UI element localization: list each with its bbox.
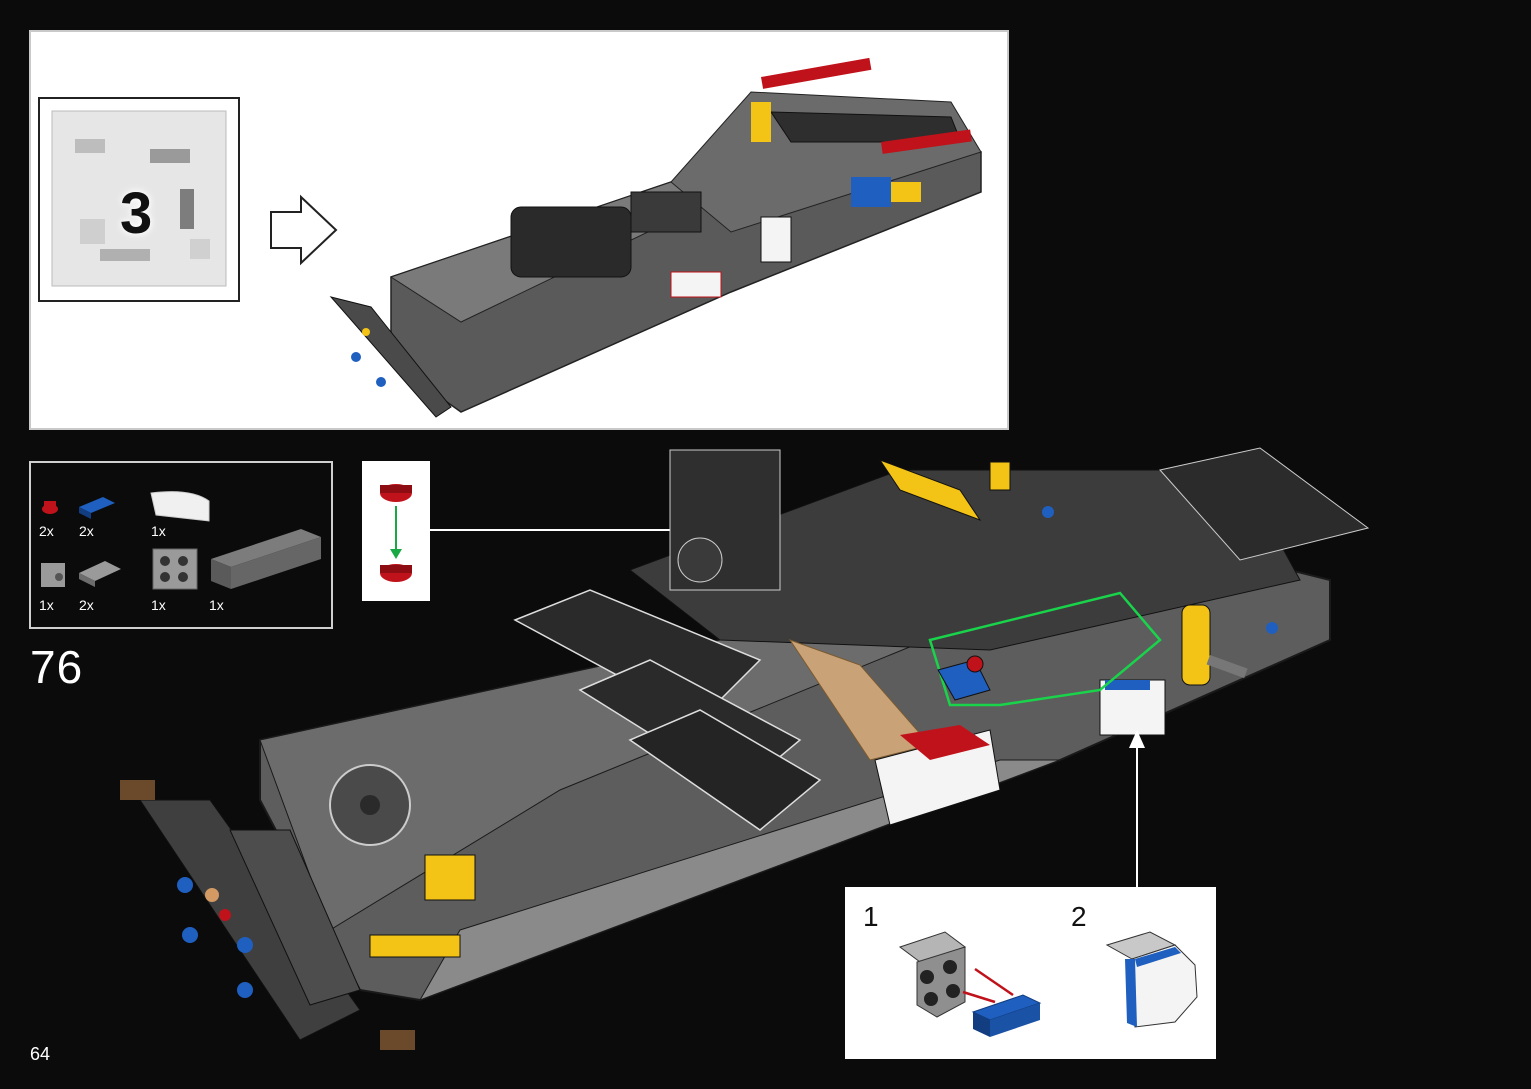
slope-assembly-step2 [1105, 931, 1198, 1028]
parts-list-panel: 2x 2x 1x 1x 2x 1x 1x [29, 461, 333, 629]
sub-assembly-callout: 1 2 [845, 887, 1216, 1059]
part-qty: 1x [39, 597, 54, 613]
parts-list-icons [41, 491, 321, 590]
sub-assembly-callout-small [362, 461, 430, 601]
sub-assembly-illustration [898, 931, 1198, 1037]
page-number: 64 [30, 1044, 51, 1064]
sub-step-2-number: 2 [1071, 901, 1087, 932]
chassis-overview-model [329, 57, 982, 418]
bag-indicator-box [38, 97, 240, 302]
grey-bracket-icon [152, 548, 198, 590]
grey-bracket-small-icon [41, 563, 65, 587]
part-qty: 1x [151, 523, 166, 539]
overview-panel [29, 30, 1009, 430]
bag-number: 3 [120, 181, 153, 246]
blue-plate-icon [79, 497, 115, 519]
part-qty: 2x [79, 597, 94, 613]
arrow-up-icon [1129, 730, 1145, 748]
arrow-icon [974, 967, 1014, 997]
arrow-right-icon [270, 194, 338, 266]
part-qty: 2x [39, 523, 54, 539]
white-curved-slope-icon [150, 491, 210, 522]
overview-illustration [270, 57, 982, 418]
part-qty: 1x [151, 597, 166, 613]
arrow-icon [962, 990, 996, 1004]
part-qty: 1x [209, 597, 224, 613]
bracket-assembly-step1 [898, 931, 1042, 1037]
part-qty: 2x [79, 523, 94, 539]
chassis-model [120, 447, 1370, 1050]
step-number: 76 [30, 641, 84, 693]
sub-step-1-number: 1 [863, 901, 879, 932]
new-part-highlight [928, 591, 1162, 707]
stack-round-plates-illustration [380, 484, 412, 582]
red-round-plate-icon [42, 501, 58, 514]
grey-plate-icon [79, 561, 121, 587]
parts-bag-icon [51, 110, 227, 287]
grey-brick-icon [211, 529, 321, 589]
